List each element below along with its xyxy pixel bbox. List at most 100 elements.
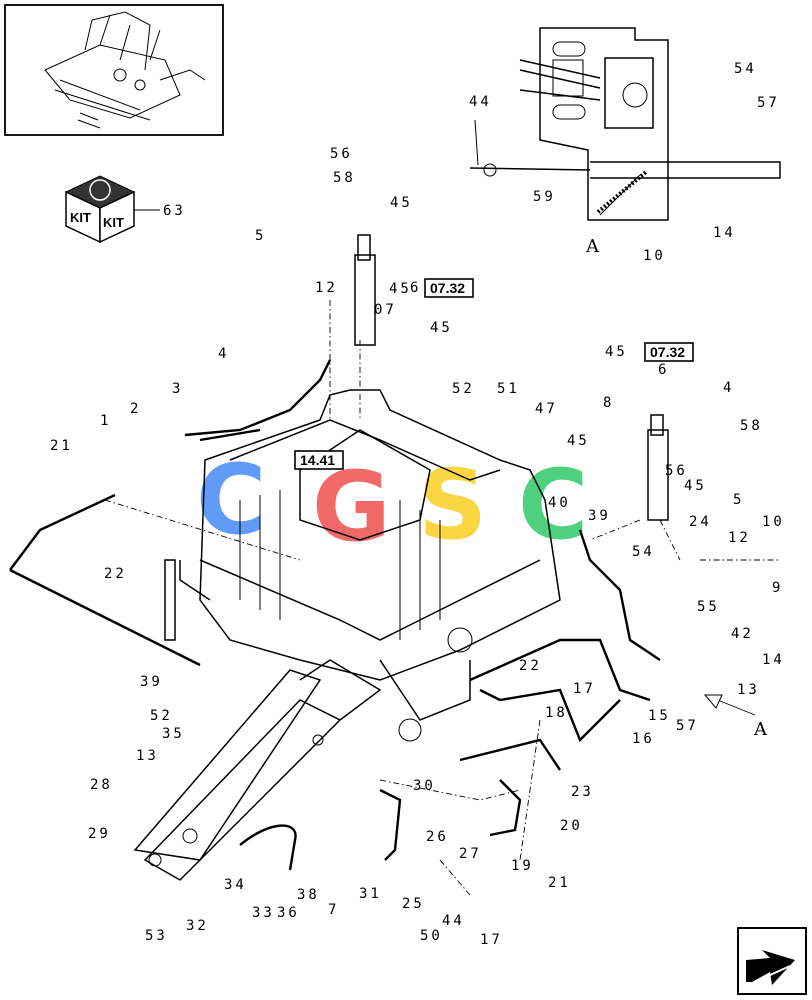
- callout-10: 10: [643, 248, 666, 264]
- callout-56: 56: [330, 146, 353, 162]
- reference-tags: 07.32 07.32 14.41: [294, 278, 694, 470]
- callout-24: 24: [689, 514, 712, 530]
- callout-17: 17: [573, 681, 596, 697]
- callout-25: 25: [402, 896, 425, 912]
- kit-label-right: KIT: [103, 215, 124, 230]
- ref-tag-0732-right[interactable]: 07.32: [644, 342, 694, 362]
- ref-tag-1441[interactable]: 14.41: [294, 450, 344, 470]
- callout-40: 40: [548, 495, 571, 511]
- callout-2: 2: [130, 401, 141, 417]
- detail-view-a: [469, 27, 781, 221]
- callout-45: 45: [0, 0, 23, 4]
- callout-27: 27: [459, 846, 482, 862]
- callout-58: 58: [333, 170, 356, 186]
- view-arrow-a: A A: [585, 236, 768, 740]
- callout-4: 4: [218, 346, 229, 362]
- callout-39: 39: [140, 674, 163, 690]
- callout-44: 44: [442, 913, 465, 929]
- callout-35: 35: [162, 726, 185, 742]
- callout-45: 45: [389, 281, 412, 297]
- next-page-arrow-icon[interactable]: [737, 927, 807, 995]
- callout-45: 45: [390, 195, 413, 211]
- callout-57: 57: [676, 718, 699, 734]
- callout-20: 20: [560, 818, 583, 834]
- callout-6: 6: [410, 280, 421, 296]
- callout-21: 21: [50, 438, 73, 454]
- callout-38: 38: [297, 887, 320, 903]
- callout-44: 44: [469, 94, 492, 110]
- callout-15: 15: [648, 708, 671, 724]
- callout-21: 21: [548, 875, 571, 891]
- callout-58: 58: [740, 418, 763, 434]
- callout-56: 56: [665, 463, 688, 479]
- callout-14: 14: [713, 225, 736, 241]
- centerlines: [104, 300, 780, 896]
- callout-07: 07: [374, 302, 397, 318]
- callout-1: 1: [100, 413, 111, 429]
- callout-18: 18: [545, 705, 568, 721]
- svg-text:07.32: 07.32: [430, 280, 465, 296]
- callout-57: 57: [757, 95, 780, 111]
- callout-45: 45: [605, 344, 628, 360]
- callout-36: 36: [277, 905, 300, 921]
- callout-53: 53: [145, 928, 168, 944]
- callout-17: 17: [480, 932, 503, 948]
- callout-55: 55: [697, 599, 720, 615]
- callout-52: 52: [452, 381, 475, 397]
- callout-28: 28: [90, 777, 113, 793]
- callout-33: 33: [252, 905, 275, 921]
- callout-39: 39: [588, 508, 611, 524]
- callout-54: 54: [734, 61, 757, 77]
- drawbar: [133, 659, 382, 881]
- callout-12: 12: [728, 530, 751, 546]
- watermark-letter-1: C: [196, 444, 266, 556]
- overview-inset: [4, 4, 224, 136]
- callout-54: 54: [632, 544, 655, 560]
- callout-22: 22: [104, 566, 127, 582]
- hoses: [9, 359, 661, 871]
- callout-24: 24: [0, 0, 23, 4]
- view-label-detail: A: [585, 236, 600, 257]
- callout-30: 30: [413, 778, 436, 794]
- svg-text:14.41: 14.41: [300, 452, 335, 468]
- callout-42: 42: [731, 626, 754, 642]
- callout-29: 29: [88, 826, 111, 842]
- callout-51: 51: [497, 381, 520, 397]
- callout-16: 16: [632, 731, 655, 747]
- callout-10: 10: [762, 514, 785, 530]
- svg-text:07.32: 07.32: [650, 344, 685, 360]
- callout-12: 12: [315, 280, 338, 296]
- callout-9: 9: [772, 580, 783, 596]
- view-label-arrow: A: [753, 719, 768, 740]
- ref-tag-0732-top[interactable]: 07.32: [424, 278, 474, 298]
- callout-52: 52: [150, 708, 173, 724]
- callout-3: 3: [172, 381, 183, 397]
- callout-6: 6: [658, 362, 669, 378]
- callout-4: 4: [723, 380, 734, 396]
- callout-13: 13: [737, 682, 760, 698]
- callout-34: 34: [224, 877, 247, 893]
- cylinder-top: [354, 234, 376, 346]
- watermark-letter-3: S: [418, 449, 487, 561]
- callout-45: 45: [430, 320, 453, 336]
- baler-chassis: [164, 389, 561, 742]
- kit-box-icon: KIT KIT: [64, 175, 160, 244]
- callout-63: 63: [163, 203, 186, 219]
- callout-22: 22: [519, 658, 542, 674]
- callout-59: 59: [533, 189, 556, 205]
- callout-31: 31: [359, 886, 382, 902]
- callout-7: 7: [328, 902, 339, 918]
- callout-5: 5: [255, 228, 266, 244]
- watermark: C G S C: [196, 444, 588, 563]
- watermark-letter-4: C: [518, 449, 588, 561]
- callout-45: 45: [567, 433, 590, 449]
- cylinder-right: [647, 414, 669, 521]
- callout-13: 13: [136, 748, 159, 764]
- kit-label-left: KIT: [70, 210, 91, 225]
- callout-23: 23: [571, 784, 594, 800]
- callout-5: 5: [733, 492, 744, 508]
- callout-8: 8: [603, 395, 614, 411]
- callout-47: 47: [535, 401, 558, 417]
- callout-19: 19: [511, 858, 534, 874]
